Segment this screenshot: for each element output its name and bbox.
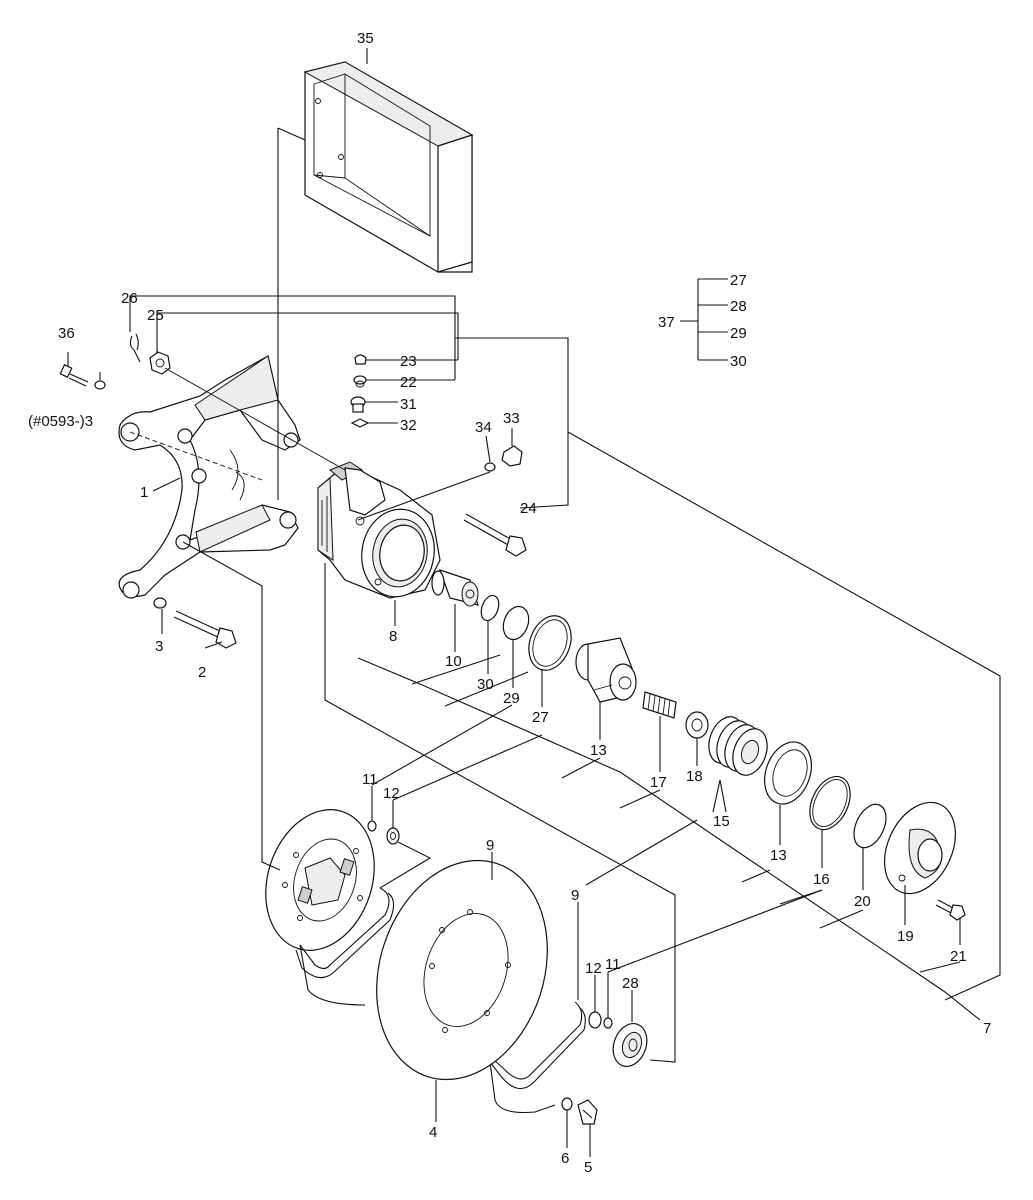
label-34: 34 xyxy=(475,419,492,436)
part-9-shield-left xyxy=(295,887,395,1006)
label-10: 10 xyxy=(445,653,462,670)
part-12-bushing-lower xyxy=(588,1011,602,1029)
label-31: 31 xyxy=(400,396,417,413)
part-25-nut xyxy=(149,351,171,375)
part-2-bolt xyxy=(173,610,237,649)
label-0593-3: (#0593-)3 xyxy=(28,413,93,430)
part-32-seal xyxy=(350,418,370,428)
part-11-o-ring-lower xyxy=(603,1017,613,1029)
part-23-cap xyxy=(354,354,367,365)
label-19: 19 xyxy=(897,928,914,945)
part-3-washer-upper xyxy=(94,380,106,390)
label-25: 25 xyxy=(147,307,164,324)
label-27: 27 xyxy=(532,709,549,726)
part-35-cover-box xyxy=(303,61,474,273)
label-35: 35 xyxy=(357,30,374,47)
leader-lines xyxy=(67,127,1001,1157)
label-17: 17 xyxy=(650,774,667,791)
part-1-bracket xyxy=(118,355,301,599)
label-4: 4 xyxy=(429,1124,437,1141)
part-labels: 35 26 25 36 (#0593-)3 1 3 2 23 22 31 32 … xyxy=(28,30,991,1176)
label-12-upper: 12 xyxy=(383,785,400,802)
label-22: 22 xyxy=(400,374,417,391)
part-19-end-cap xyxy=(884,801,956,895)
label-13-upper: 13 xyxy=(590,742,607,759)
part-29-ring xyxy=(502,605,530,641)
label-18: 18 xyxy=(686,768,703,785)
label-5: 5 xyxy=(584,1159,592,1176)
label-9-upper: 9 xyxy=(486,837,494,854)
label-11-upper: 11 xyxy=(362,771,378,788)
part-4-brake-disc xyxy=(376,859,548,1081)
part-24-bolt xyxy=(463,513,527,557)
label-15: 15 xyxy=(713,813,730,830)
label-2: 2 xyxy=(198,664,206,681)
kit-label-37: 37 xyxy=(658,314,675,331)
label-6: 6 xyxy=(561,1150,569,1167)
part-3-washer-lower xyxy=(153,597,167,609)
part-8-caliper xyxy=(317,461,441,599)
part-15-disc-springs xyxy=(708,716,768,776)
part-13-ring-lower xyxy=(764,741,812,805)
kit-label-28: 28 xyxy=(730,298,747,315)
label-30: 30 xyxy=(477,676,494,693)
part-6-washer xyxy=(561,1097,573,1111)
kit-37-key: 27 28 37 29 30 xyxy=(658,272,747,370)
part-26-cotter-pin xyxy=(129,333,141,363)
label-28: 28 xyxy=(622,975,639,992)
label-33: 33 xyxy=(503,410,520,427)
label-32: 32 xyxy=(400,417,417,434)
part-13-adapter-upper xyxy=(575,637,637,703)
part-36-bolt xyxy=(59,363,89,387)
label-8: 8 xyxy=(389,628,397,645)
label-1: 1 xyxy=(140,484,148,501)
label-9-lower: 9 xyxy=(571,887,579,904)
label-29: 29 xyxy=(503,690,520,707)
label-12-lower: 12 xyxy=(585,960,602,977)
part-11-o-ring-upper xyxy=(367,820,377,832)
part-21-screw xyxy=(935,899,966,921)
kit-label-30: 30 xyxy=(730,353,747,370)
label-20: 20 xyxy=(854,893,871,910)
label-11-lower: 11 xyxy=(605,956,621,973)
part-backing-plate xyxy=(265,809,375,951)
label-21: 21 xyxy=(950,948,967,965)
part-16-ring xyxy=(809,775,851,831)
part-27-ring xyxy=(528,615,572,671)
part-31-fitting xyxy=(350,396,366,413)
label-7: 7 xyxy=(983,1020,991,1037)
kit-label-27: 27 xyxy=(730,272,747,289)
part-9-shield-right xyxy=(489,1001,586,1114)
label-24: 24 xyxy=(520,500,537,517)
part-34-washer xyxy=(484,462,496,472)
label-13-lower: 13 xyxy=(770,847,787,864)
label-23: 23 xyxy=(400,353,417,370)
part-20-ring xyxy=(853,803,887,849)
part-10-piston xyxy=(431,569,479,607)
label-36: 36 xyxy=(58,325,75,342)
part-33-fitting xyxy=(501,445,523,467)
part-5-bolt xyxy=(577,1099,598,1125)
label-16: 16 xyxy=(813,871,830,888)
part-12-bushing-upper xyxy=(386,827,400,845)
part-17-threaded-rod xyxy=(642,691,677,719)
label-3: 3 xyxy=(155,638,163,655)
part-18-nut xyxy=(685,711,709,739)
label-26: 26 xyxy=(121,290,138,307)
kit-label-29: 29 xyxy=(730,325,747,342)
part-22-bleeder xyxy=(353,375,367,388)
part-30-ring xyxy=(480,594,500,622)
part-28-seal xyxy=(612,1023,648,1067)
